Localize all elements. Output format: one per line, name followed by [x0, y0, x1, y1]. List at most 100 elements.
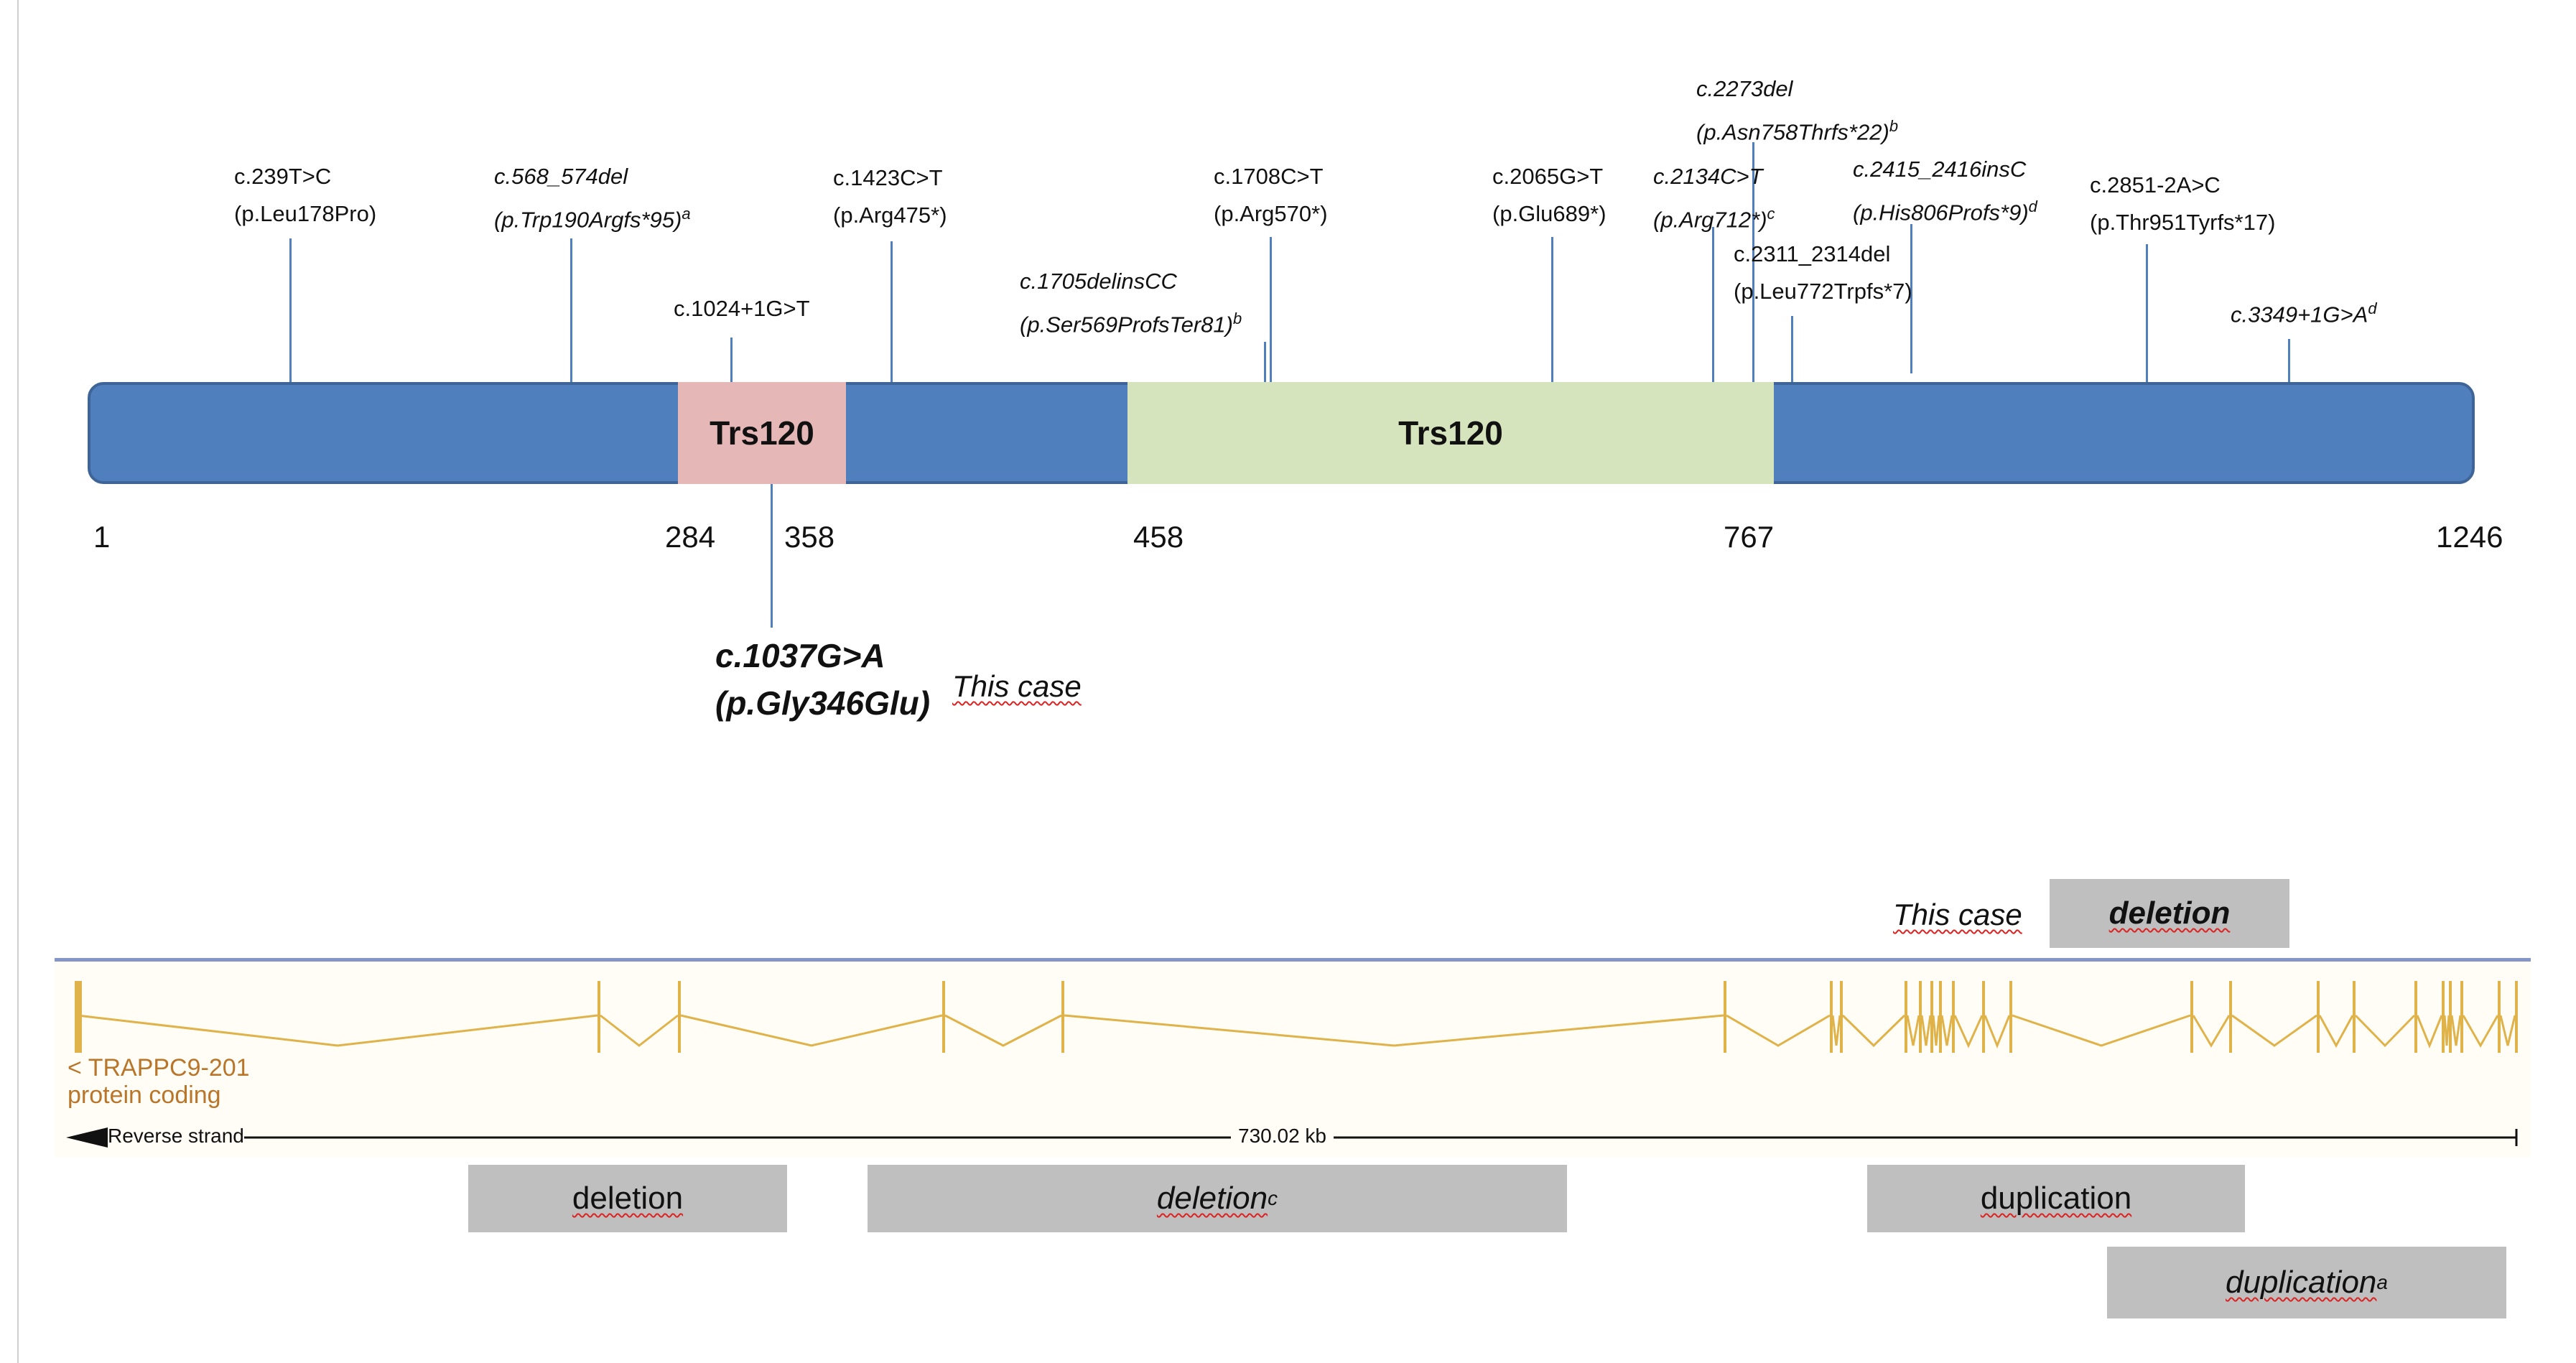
exon-mark	[1840, 981, 1843, 1053]
variant-marker	[1791, 316, 1793, 382]
scale-label: 730.02 kb	[1231, 1125, 1334, 1148]
intron-line	[1953, 1015, 1984, 1048]
exon-mark	[2317, 981, 2320, 1053]
variant-marker	[1551, 237, 1553, 382]
intron-line	[1984, 1015, 2011, 1048]
variant-label: c.1705delinsCC (p.Ser569ProfsTer81)b	[1020, 269, 1242, 338]
exon-mark	[1919, 981, 1922, 1053]
trs120-domain-2: Trs120	[1127, 382, 1774, 484]
intron-line	[2462, 1015, 2499, 1048]
trs120-domain-1: Trs120	[678, 382, 846, 484]
variant-marker	[570, 238, 572, 382]
intron-line	[77, 1014, 598, 1047]
variant-marker	[1910, 224, 1912, 373]
intron-line	[1831, 1015, 1841, 1046]
intron-line	[2450, 1015, 2462, 1046]
variant-label: c.1423C>T (p.Arg475*)	[833, 165, 947, 228]
cnv-bar-this-case: deletion	[2050, 879, 2289, 948]
exon-mark	[2442, 981, 2445, 1053]
intron-line	[2416, 1015, 2443, 1048]
intron-line	[600, 1014, 679, 1047]
exon-mark	[1939, 981, 1942, 1053]
exon-mark	[1061, 981, 1064, 1053]
strand-label: Reverse strand	[108, 1125, 244, 1148]
cnv-bar: deletion	[468, 1165, 787, 1232]
exon-mark	[2498, 981, 2501, 1053]
exon-mark	[1930, 981, 1933, 1053]
exon-mark	[1952, 981, 1955, 1053]
figure-border	[17, 0, 19, 1363]
exon-mark	[1724, 981, 1726, 1053]
variant-label: c.2065G>T (p.Glu689*)	[1492, 164, 1606, 226]
intron-line	[944, 1014, 1062, 1047]
exon-mark	[1905, 981, 1907, 1053]
variant-label: c.1708C>T (p.Arg570*)	[1214, 164, 1328, 226]
exon-mark	[2449, 981, 2452, 1053]
exon-mark	[2515, 981, 2518, 1053]
intron-line	[680, 1014, 943, 1047]
variant-label: c.568_574del (p.Trp190Argfs*95)a	[494, 164, 691, 233]
exon-mark	[2190, 981, 2193, 1053]
position-label: 767	[1724, 520, 1775, 554]
position-label: 1	[93, 520, 111, 554]
this-case-cnv-note: This case	[1893, 898, 2022, 931]
intron-line	[1064, 1014, 1724, 1047]
gene-label: < TRAPPC9-201 protein coding	[68, 1054, 250, 1109]
exon-mark	[1830, 981, 1833, 1053]
variant-marker	[891, 241, 893, 382]
exon-mark	[2353, 981, 2356, 1053]
variant-label: c.2273del (p.Asn758Thrfs*22)b	[1696, 76, 1899, 145]
variant-marker	[2146, 244, 2148, 382]
intron-line	[2318, 1015, 2354, 1048]
reverse-strand-arrow-icon	[66, 1127, 108, 1148]
variant-label: c.2851-2A>C (p.Thr951Tyrfs*17)	[2090, 172, 2276, 235]
exon-mark	[2460, 981, 2463, 1053]
domain-label: Trs120	[710, 414, 814, 452]
exon-mark	[2229, 981, 2232, 1053]
exon-marks	[75, 981, 2518, 1053]
domain-label: Trs120	[1398, 414, 1503, 452]
exon-mark	[75, 981, 82, 1053]
exon-mark	[1982, 981, 1985, 1053]
intron-line	[2012, 1014, 2191, 1047]
exon-mark	[2414, 981, 2417, 1053]
cnv-bar: duplication	[1867, 1165, 2245, 1232]
exon-mark	[942, 981, 945, 1053]
variant-label: c.2311_2314del (p.Leu772Trpfs*7)	[1734, 241, 1912, 304]
variant-marker	[1712, 227, 1714, 382]
variant-label: c.1024+1G>T	[674, 296, 810, 321]
this-case-marker	[771, 484, 773, 628]
variant-marker	[2288, 339, 2290, 382]
intron-line	[1726, 1014, 1831, 1047]
intron-line	[1906, 1015, 1920, 1046]
this-case-variant-label: c.1037G>A (p.Gly346Glu)	[715, 637, 931, 722]
position-label: 284	[665, 520, 716, 554]
this-case-note: This case	[952, 669, 1082, 703]
variant-label: c.2415_2416insC (p.His806Profs*9)d	[1853, 157, 2037, 225]
exon-mark	[2009, 981, 2012, 1053]
position-label: 358	[784, 520, 835, 554]
exon-mark	[597, 981, 600, 1053]
intron-line	[1940, 1015, 1953, 1046]
variant-marker	[1270, 237, 1272, 382]
variant-marker	[289, 238, 292, 382]
intron-line	[2231, 1014, 2317, 1047]
position-label: 1246	[2436, 520, 2503, 554]
position-label: 458	[1133, 520, 1184, 554]
variant-marker	[1264, 342, 1266, 382]
intron-line	[2192, 1015, 2231, 1048]
intron-line	[1841, 1014, 1906, 1048]
genome-track	[55, 958, 2531, 1158]
exon-mark	[678, 981, 681, 1053]
intron-line	[1920, 1015, 1932, 1046]
variant-label: c.239T>C (p.Leu178Pro)	[234, 164, 377, 226]
variant-label: c.2134C>T (p.Arg712*)c	[1653, 164, 1775, 233]
variant-label: c.3349+1G>Ad	[2231, 299, 2377, 327]
intron-line	[2354, 1014, 2416, 1048]
intron-line	[2499, 1015, 2516, 1046]
variant-marker	[1752, 142, 1754, 382]
